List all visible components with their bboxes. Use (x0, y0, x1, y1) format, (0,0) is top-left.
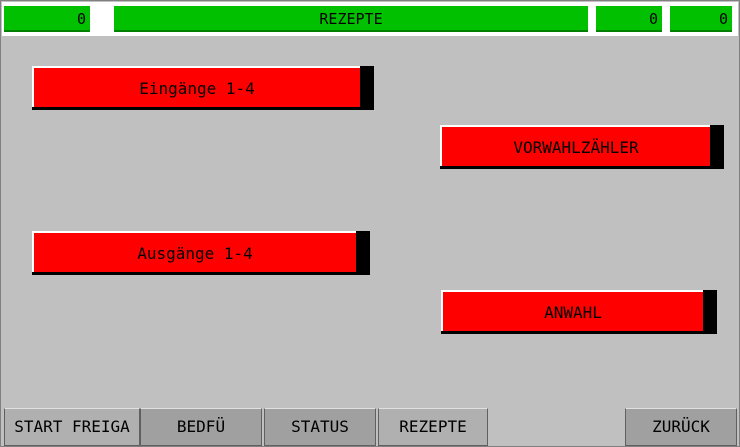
inputs-button[interactable]: Eingänge 1-4 (32, 66, 360, 107)
preset-counter-button[interactable]: VORWAHLZÄHLER (440, 125, 710, 166)
outputs-button[interactable]: Ausgänge 1-4 (32, 231, 356, 272)
start-release-key[interactable]: START FREIGA (4, 408, 140, 446)
back-key[interactable]: ZURÜCK (625, 408, 737, 446)
recipes-key[interactable]: REZEPTE (378, 408, 488, 446)
bedfu-key[interactable]: BEDFÜ (140, 408, 262, 446)
status-bar: 0 REZEPTE 0 0 (2, 2, 738, 36)
right-counter-display-2: 0 (670, 6, 732, 32)
right-counter-display-1: 0 (596, 6, 662, 32)
status-key[interactable]: STATUS (264, 408, 376, 446)
page-title: REZEPTE (114, 6, 588, 32)
left-counter-display: 0 (4, 6, 90, 32)
selection-button[interactable]: ANWAHL (441, 290, 703, 331)
